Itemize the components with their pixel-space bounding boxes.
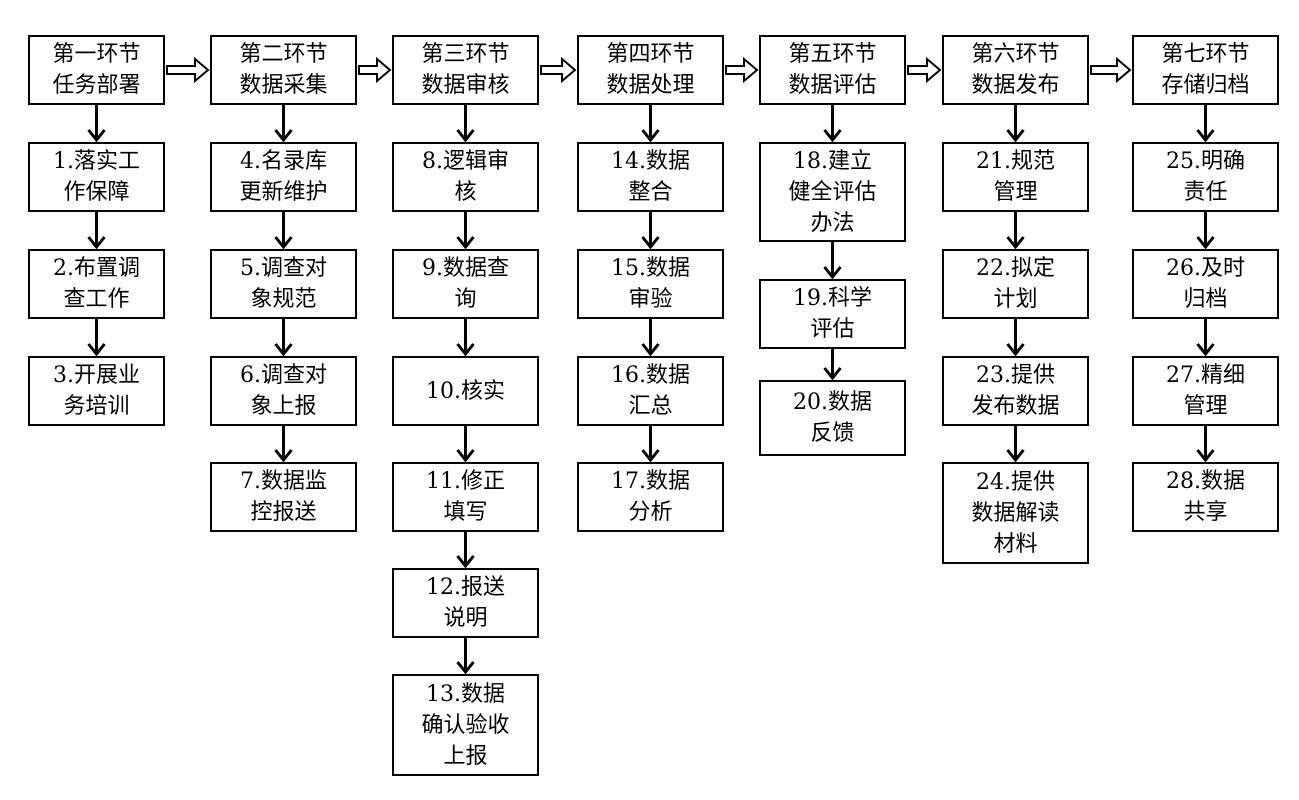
step-3-box: 3.开展业 务培训 [28,356,165,426]
step-19-box: 19.科学 评估 [759,279,906,349]
stage-5-header: 第五环节 数据评估 [759,35,906,105]
down-arrow [823,349,842,381]
down-arrow [274,105,293,143]
stage-2-header: 第二环节 数据采集 [210,35,357,105]
stage-4-header: 第四环节 数据处理 [577,35,724,105]
step-21-box: 21.规范 管理 [942,142,1089,212]
step-27-box: 27.精细 管理 [1132,356,1279,426]
down-arrow [1006,105,1025,143]
stage-transition-arrow [540,56,577,84]
stage-transition-arrow [1090,56,1132,84]
down-arrow [641,426,660,463]
down-arrow [456,532,475,569]
step-12-box: 12.报送 说明 [392,568,539,638]
step-24-box: 24.提供 数据解读 材料 [942,462,1089,564]
stage-1-header: 第一环节 任务部署 [28,35,165,105]
down-arrow [456,319,475,357]
down-arrow [1006,212,1025,250]
down-arrow [641,105,660,143]
step-5-box: 5.调查对 象规范 [210,249,357,319]
step-23-box: 23.提供 发布数据 [942,356,1089,426]
stage-transition-arrow [725,56,759,84]
down-arrow [1006,319,1025,357]
stage-7-header: 第七环节 存储归档 [1132,35,1279,105]
down-arrow [641,212,660,250]
down-arrow [1006,426,1025,463]
down-arrow [87,212,106,250]
step-26-box: 26.及时 归档 [1132,249,1279,319]
down-arrow [87,319,106,357]
down-arrow [456,426,475,463]
down-arrow [823,242,842,280]
stage-6-header: 第六环节 数据发布 [942,35,1089,105]
down-arrow [274,426,293,463]
step-13-box: 13.数据 确认验收 上报 [392,674,539,776]
down-arrow [456,105,475,143]
step-25-box: 25.明确 责任 [1132,142,1279,212]
down-arrow [456,638,475,675]
step-7-box: 7.数据监 控报送 [210,462,357,532]
step-1-box: 1.落实工 作保障 [28,142,165,212]
step-4-box: 4.名录库 更新维护 [210,142,357,212]
step-15-box: 15.数据 审验 [577,249,724,319]
step-22-box: 22.拟定 计划 [942,249,1089,319]
step-16-box: 16.数据 汇总 [577,356,724,426]
step-18-box: 18.建立 健全评估 办法 [759,142,906,242]
down-arrow [1196,105,1215,143]
down-arrow [1196,319,1215,357]
stage-3-header: 第三环节 数据审核 [392,35,539,105]
down-arrow [87,105,106,143]
stage-transition-arrow [358,56,392,84]
step-14-box: 14.数据 整合 [577,142,724,212]
step-28-box: 28.数据 共享 [1132,462,1279,532]
down-arrow [456,212,475,250]
down-arrow [823,105,842,143]
down-arrow [1196,426,1215,463]
down-arrow [641,319,660,357]
step-6-box: 6.调查对 象上报 [210,356,357,426]
down-arrow [1196,212,1215,250]
step-17-box: 17.数据 分析 [577,462,724,532]
stage-transition-arrow [907,56,942,84]
step-11-box: 11.修正 填写 [392,462,539,532]
step-20-box: 20.数据 反馈 [759,380,906,456]
step-8-box: 8.逻辑审 核 [392,142,539,212]
stage-transition-arrow [166,56,210,84]
down-arrow [274,212,293,250]
step-10-box: 10.核实 [392,356,539,426]
down-arrow [274,319,293,357]
step-9-box: 9.数据查 询 [392,249,539,319]
step-2-box: 2.布置调 查工作 [28,249,165,319]
